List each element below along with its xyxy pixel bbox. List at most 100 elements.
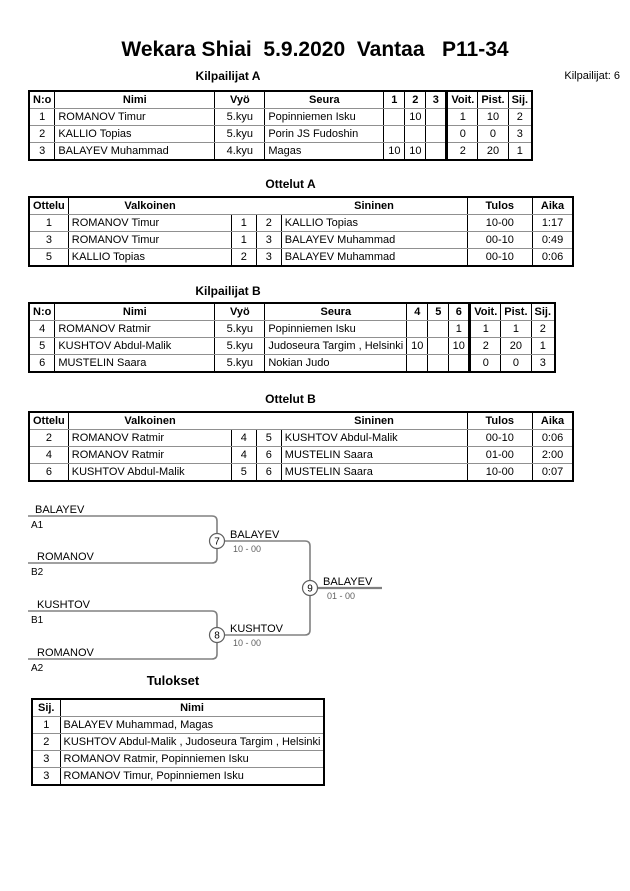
col-header: Pist. <box>500 302 532 321</box>
table-cell: ROMANOV Ratmir <box>54 320 216 338</box>
table-cell: KUSHTOV Abdul-Malik , Judoseura Targim ,… <box>59 733 325 751</box>
bracket-slot-name: BALAYEV <box>35 504 85 516</box>
table-cell: 2 <box>468 337 502 355</box>
table-cell <box>406 354 429 373</box>
table-cell: 10 <box>477 108 509 126</box>
table-cell: 00-10 <box>466 429 533 447</box>
table-cell: 10-00 <box>466 463 533 482</box>
col-header: Nimi <box>54 90 216 109</box>
table-cell <box>406 320 429 338</box>
table-cell <box>404 125 427 143</box>
table-cell: 10 <box>448 337 471 355</box>
table-cell: 1 <box>230 231 257 249</box>
bracket-slot-name: KUSHTOV <box>37 599 91 611</box>
table-cell: 3 <box>28 231 69 249</box>
table-cell: 1 <box>500 320 532 338</box>
col-header: 5 <box>427 302 450 321</box>
table-cell: 1 <box>28 108 56 126</box>
page-title: Wekara Shiai 5.9.2020 Vantaa P11-34 <box>121 38 509 61</box>
col-header: Valkoinen <box>67 411 232 430</box>
table-cell <box>425 125 448 143</box>
matches-b-title: Ottelut B <box>265 392 316 406</box>
table-cell: KUSHTOV Abdul-Malik <box>54 337 216 355</box>
table-cell: 4 <box>230 429 257 447</box>
table-cell: 3 <box>255 248 282 267</box>
table-cell: Judoseura Targim , Helsinki <box>264 337 408 355</box>
table-cell: Magas <box>264 142 385 161</box>
table-cell: 0:06 <box>531 248 574 267</box>
table-cell: 5 <box>28 248 69 267</box>
table-cell: BALAYEV Muhammad, Magas <box>59 716 325 734</box>
table-cell: 00-10 <box>466 248 533 267</box>
table-cell <box>427 320 450 338</box>
table-cell: 4 <box>230 446 257 464</box>
table-cell: 2 <box>445 142 479 161</box>
table-cell: 0:07 <box>531 463 574 482</box>
table-cell: 20 <box>500 337 532 355</box>
table-cell: 10-00 <box>466 214 533 232</box>
col-header <box>256 196 282 215</box>
pool-a-title: Kilpailijat A <box>195 69 261 83</box>
col-header: Tulos <box>466 411 533 430</box>
col-header: 6 <box>448 302 471 321</box>
table-cell: 5.kyu <box>214 108 266 126</box>
bracket-slot-seed: B1 <box>31 615 44 626</box>
bracket-slot-seed: A2 <box>31 663 44 674</box>
col-header: Sij. <box>530 302 556 321</box>
table-cell: 5.kyu <box>214 320 266 338</box>
bracket-winner-name: KUSHTOV <box>230 623 284 635</box>
table-cell: 3 <box>255 231 282 249</box>
table-cell: 3 <box>28 142 56 161</box>
table-cell: 2 <box>507 108 533 126</box>
table-cell: 1 <box>530 337 556 355</box>
table-cell: 6 <box>28 354 56 373</box>
col-header: Nimi <box>59 698 325 717</box>
col-header: Sininen <box>281 196 468 215</box>
col-header: 4 <box>406 302 429 321</box>
table-cell: 5.kyu <box>214 337 266 355</box>
table-cell: 2 <box>28 125 56 143</box>
table-cell: 0 <box>445 125 479 143</box>
table-cell: ROMANOV Timur, Popinniemen Isku <box>59 767 325 786</box>
table-cell: 0:06 <box>531 429 574 447</box>
table-cell: Popinniemen Isku <box>264 320 408 338</box>
table-cell: ROMANOV Ratmir <box>67 446 232 464</box>
col-header: Vyö <box>214 302 266 321</box>
col-header: Ottelu <box>28 196 69 215</box>
table-cell: 10 <box>404 108 427 126</box>
match-number: 8 <box>214 631 220 642</box>
table-cell: 1 <box>28 214 69 232</box>
table-cell: 2:00 <box>531 446 574 464</box>
match-circle <box>301 579 319 597</box>
table-cell: BALAYEV Muhammad <box>280 231 468 249</box>
col-header <box>231 196 257 215</box>
matches-a-title: Ottelut A <box>265 177 316 191</box>
table-cell <box>427 354 450 373</box>
bracket-slot-seed: B2 <box>31 567 44 578</box>
competitors-count: Kilpailijat: 6 <box>564 70 620 82</box>
col-header: N:o <box>28 90 56 109</box>
table-cell: 4 <box>28 446 69 464</box>
bracket-score: 01 - 00 <box>327 591 355 601</box>
col-header <box>256 411 282 430</box>
col-header: 1 <box>383 90 406 109</box>
table-cell <box>425 142 448 161</box>
table-cell: 5 <box>230 463 257 482</box>
bracket-slot-name: ROMANOV <box>37 647 95 659</box>
table-cell: BALAYEV Muhammad <box>280 248 468 267</box>
table-cell <box>448 354 471 373</box>
table-cell: 3 <box>507 125 533 143</box>
table-cell: 4.kyu <box>214 142 266 161</box>
